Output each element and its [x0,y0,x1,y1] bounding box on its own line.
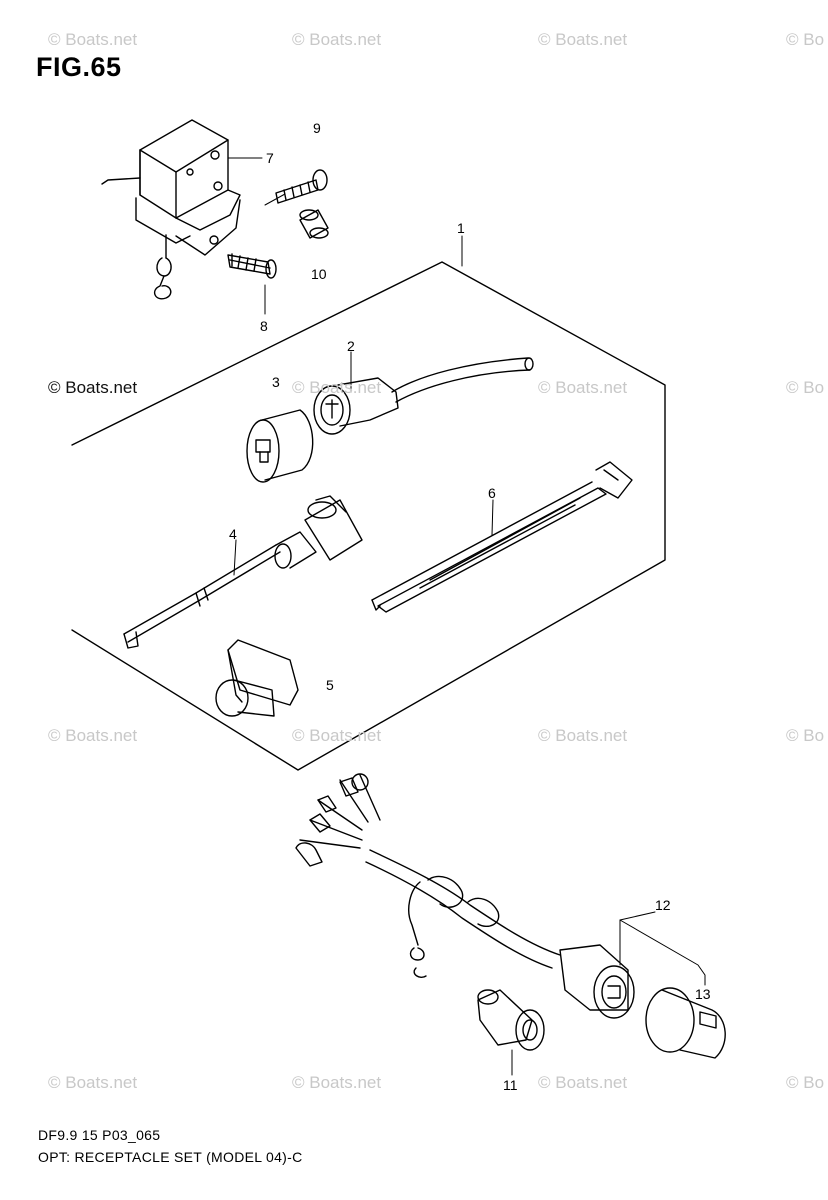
clamp-part-13 [645,987,726,1059]
callout-12: 12 [655,897,671,913]
bolt-part-9 [275,169,328,204]
callout-6: 6 [488,485,496,501]
leader-lines [227,157,706,1076]
watermark: © Boats.net [48,726,138,745]
figure-caption: OPT: RECEPTACLE SET (MODEL 04)-C [38,1149,303,1165]
callout-10: 10 [311,266,327,282]
watermark: © Boats.net [48,30,138,49]
connector-part-2 [313,357,534,435]
watermark: © Boats.net [48,1073,138,1092]
bracket-part-7 [101,119,241,300]
callout-7: 7 [266,150,274,166]
collar-part-10 [299,209,329,239]
watermark: © Boats.net [538,378,628,397]
watermark: © Bo [786,1073,825,1092]
watermark: © Boats.net [292,378,382,397]
callout-9: 9 [313,120,321,136]
callout-2: 2 [347,338,355,354]
callout-5: 5 [326,677,334,693]
watermark: © Bo [786,30,825,49]
watermark: © Boats.net [292,726,382,745]
watermark: © Bo [786,726,825,745]
harness-assembly [295,773,635,1019]
watermark: © Boats.net [538,726,628,745]
grommet-part-11 [477,989,545,1051]
kit-outline [71,261,666,771]
callout-11: 11 [503,1077,518,1093]
watermark: © Boats.net [292,30,382,49]
grommet-part-5 [215,639,299,717]
watermark: © Bo [786,378,825,397]
callout-3: 3 [272,374,280,390]
callout-1: 1 [457,220,465,236]
callout-13: 13 [695,986,711,1002]
figure-title: FIG.65 [36,52,122,82]
cable-tie-part-6 [371,461,633,613]
watermark: © Boats.net [292,1073,382,1092]
plug-part-4 [123,495,363,649]
watermark: © Boats.net [538,30,628,49]
callout-8: 8 [260,318,268,334]
watermark: © Boats.net [48,378,138,397]
screw-part-8 [227,253,277,279]
cap-part-3 [246,409,314,483]
watermark: © Boats.net [538,1073,628,1092]
callout-4: 4 [229,526,237,542]
figure-code: DF9.9 15 P03_065 [38,1127,161,1143]
